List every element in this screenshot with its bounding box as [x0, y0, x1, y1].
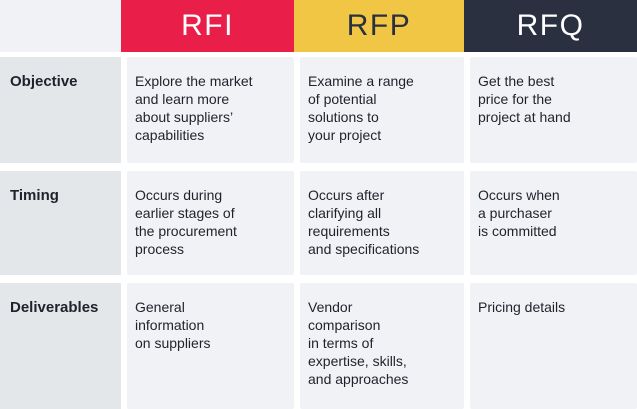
- column-header-rfq-label: RFQ: [516, 9, 585, 42]
- column-header-rfp-label: RFP: [346, 9, 412, 42]
- row-header-timing: Timing: [0, 171, 121, 275]
- column-header-rfp: RFP: [294, 0, 464, 52]
- table-body: Objective Explore the market and learn m…: [0, 57, 637, 409]
- table-header-row: RFI RFP RFQ: [0, 0, 637, 52]
- cell-timing-rfq: Occurs when a purchaser is committed: [470, 171, 637, 275]
- row-header-deliverables: Deliverables: [0, 283, 121, 409]
- cell-objective-rfq: Get the best price for the project at ha…: [470, 57, 637, 163]
- cell-timing-rfi: Occurs during earlier stages of the proc…: [127, 171, 294, 275]
- cell-deliverables-rfq: Pricing details: [470, 283, 637, 409]
- column-header-rfi-label: RFI: [181, 9, 234, 42]
- cell-objective-rfp: Examine a range of potential solutions t…: [300, 57, 464, 163]
- cell-objective-rfi: Explore the market and learn more about …: [127, 57, 294, 163]
- cell-timing-rfp: Occurs after clarifying all requirements…: [300, 171, 464, 275]
- column-header-rfq: RFQ: [464, 0, 637, 52]
- row-header-objective: Objective: [0, 57, 121, 163]
- cell-deliverables-rfi: General information on suppliers: [127, 283, 294, 409]
- header-spacer: [0, 0, 121, 52]
- column-header-rfi: RFI: [121, 0, 294, 52]
- cell-deliverables-rfp: Vendor comparison in terms of expertise,…: [300, 283, 464, 409]
